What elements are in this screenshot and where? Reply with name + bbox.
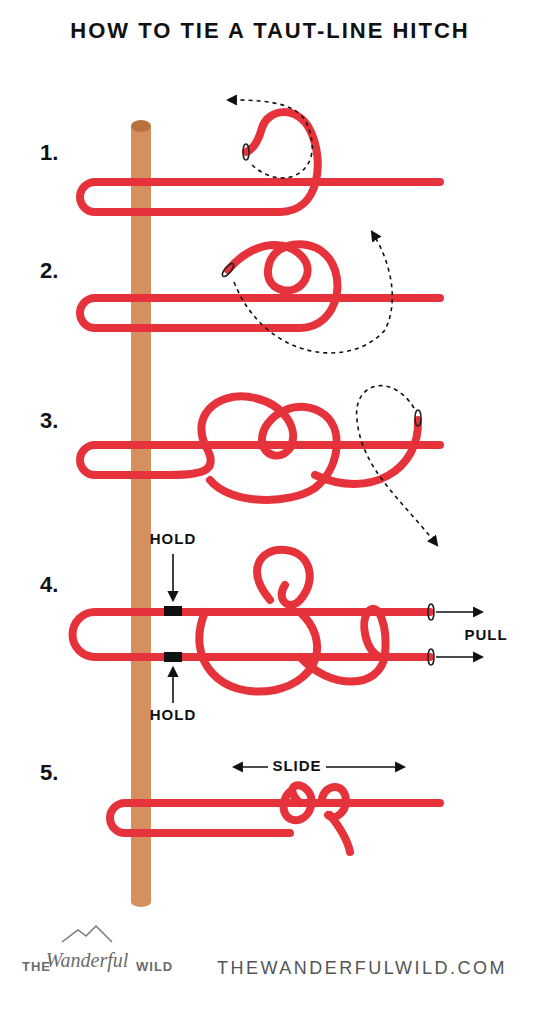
motion-arrow [228, 100, 437, 545]
logo-text: THEWANDERFULWILD.COM [217, 958, 507, 979]
instruction-label: PULL [464, 626, 507, 643]
logo-text: Wanderful [46, 949, 129, 972]
step-number: 5. [40, 760, 58, 785]
title: HOW TO TIE A TAUT-LINE HITCH [70, 18, 469, 43]
force-arrow [173, 554, 482, 767]
step-number: 1. [40, 140, 58, 165]
instruction-label: SLIDE [268, 757, 325, 774]
hold-marker [164, 606, 182, 662]
end-marker [221, 144, 434, 665]
step-number: 3. [40, 408, 58, 433]
rope [73, 112, 441, 852]
pole [131, 120, 151, 907]
logo-text: WILD [136, 960, 173, 975]
instruction-label: HOLD [150, 530, 197, 547]
step-number: 2. [40, 258, 58, 283]
instruction-label: HOLD [150, 706, 197, 723]
logo-mountain [62, 926, 112, 942]
step-number: 4. [40, 572, 58, 597]
